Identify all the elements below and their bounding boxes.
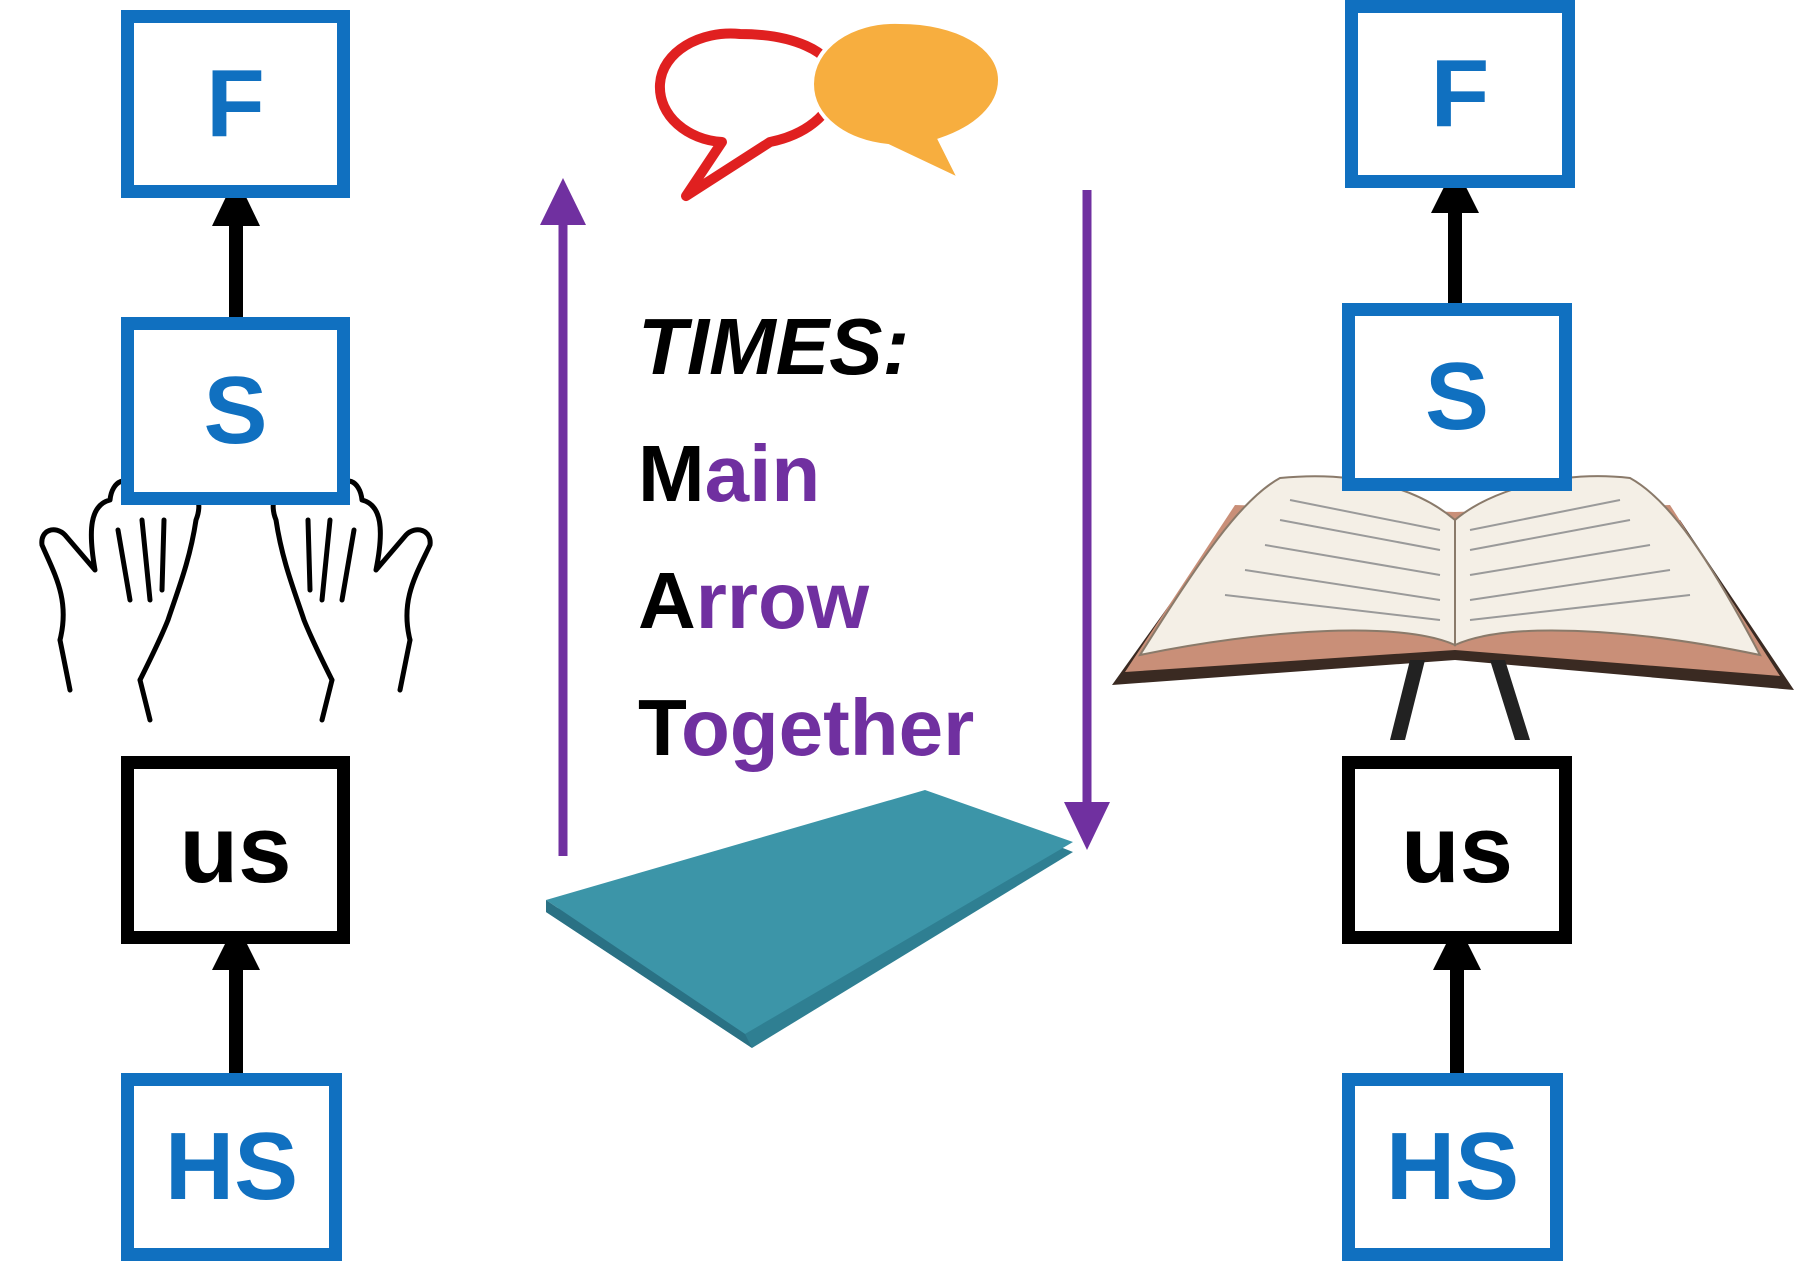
- acronym-initial: M: [638, 429, 705, 518]
- right-box-hs-label: HS: [1385, 1113, 1520, 1220]
- acronym-rest: ogether: [680, 683, 975, 772]
- left-box-s: S: [121, 317, 350, 505]
- left-arrow-hs-to-us: [212, 922, 260, 1075]
- praying-hands-icon: [39, 471, 433, 723]
- times-heading: TIMES:: [638, 302, 910, 391]
- purple-arrow-up: [540, 178, 586, 856]
- left-box-f: F: [121, 10, 350, 198]
- acronym-initial: T: [638, 683, 681, 772]
- right-box-f-label: F: [1430, 40, 1490, 147]
- left-box-s-label: S: [203, 357, 268, 464]
- right-box-us: us: [1342, 756, 1572, 944]
- prayer-mat-icon: [546, 790, 1073, 1048]
- right-box-us-label: us: [1400, 796, 1514, 903]
- acronym-line-arrow: Arrow: [638, 537, 974, 664]
- acronym-initial: A: [638, 556, 696, 645]
- left-arrow-s-to-f: [212, 176, 260, 330]
- speech-bubbles-icon: [654, 19, 1003, 201]
- acronym-rest: ain: [704, 429, 821, 518]
- right-box-hs: HS: [1342, 1073, 1563, 1261]
- right-box-s: S: [1342, 303, 1572, 491]
- times-acronym: TIMES: Main Arrow Together: [638, 283, 974, 791]
- acronym-rest: rrow: [695, 556, 870, 645]
- right-box-s-label: S: [1424, 343, 1490, 450]
- acronym-line-main: Main: [638, 410, 974, 537]
- left-box-us-label: us: [179, 796, 292, 903]
- right-arrow-hs-to-us: [1433, 922, 1481, 1075]
- acronym-line-together: Together: [638, 664, 974, 791]
- left-box-hs-label: HS: [164, 1113, 299, 1220]
- purple-arrow-down: [1064, 190, 1110, 850]
- left-box-hs: HS: [121, 1073, 342, 1261]
- open-bible-icon: [1112, 475, 1794, 740]
- left-box-us: us: [121, 756, 350, 944]
- right-arrow-s-to-f: [1431, 165, 1479, 318]
- right-box-f: F: [1345, 0, 1575, 188]
- left-box-f-label: F: [206, 50, 265, 157]
